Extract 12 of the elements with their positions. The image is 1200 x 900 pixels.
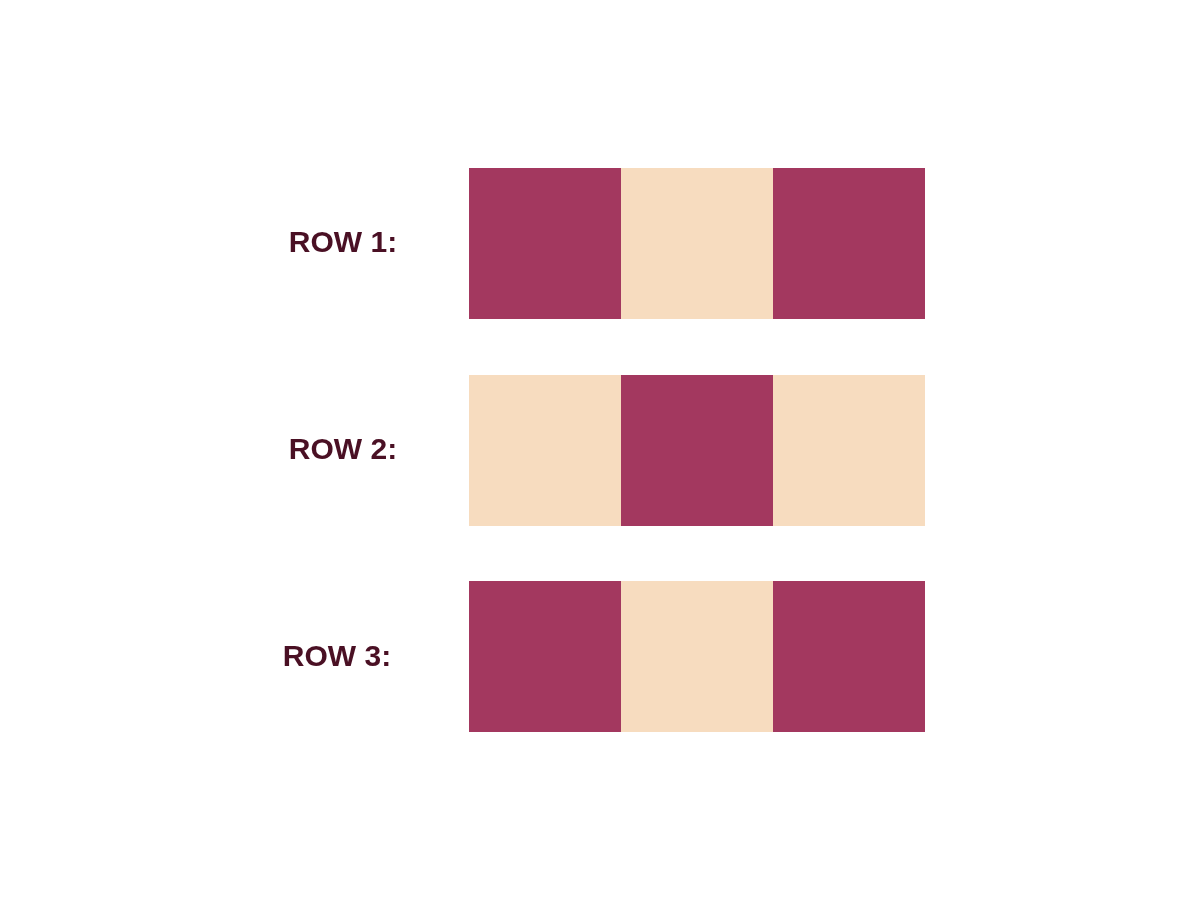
square-block bbox=[621, 168, 773, 319]
square-block bbox=[469, 168, 621, 319]
row-label: ROW 2: bbox=[288, 432, 398, 466]
square-block bbox=[469, 581, 621, 732]
square-block bbox=[469, 375, 621, 526]
row-label: ROW 1: bbox=[288, 225, 398, 259]
square-block bbox=[621, 581, 773, 732]
square-block bbox=[773, 168, 925, 319]
square-block bbox=[773, 375, 925, 526]
square-block bbox=[773, 581, 925, 732]
square-block bbox=[621, 375, 773, 526]
row-label: ROW 3: bbox=[282, 639, 392, 673]
